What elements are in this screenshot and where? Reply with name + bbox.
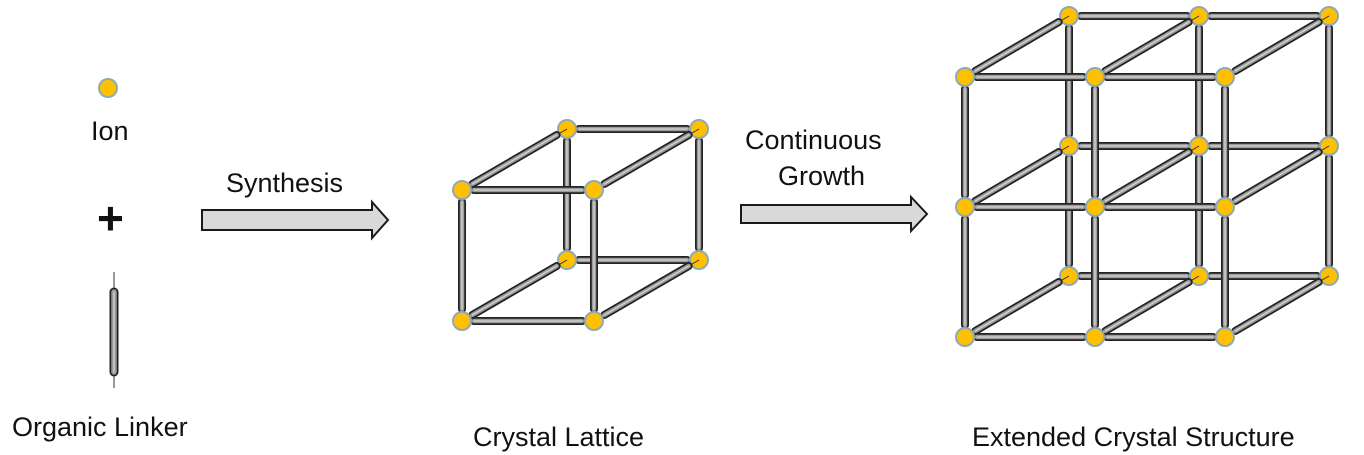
extended-crystal-structure-label: Extended Crystal Structure bbox=[972, 422, 1295, 452]
crystal-lattice-label: Crystal Lattice bbox=[473, 422, 645, 452]
continuous-growth-arrow bbox=[740, 194, 929, 234]
extended-linker bbox=[1094, 275, 1200, 338]
lattice-linker bbox=[593, 128, 700, 191]
lattice-ion bbox=[452, 311, 472, 331]
extended-ion bbox=[1085, 197, 1105, 217]
growth-label: Growth bbox=[778, 161, 866, 191]
lattice-linker bbox=[461, 259, 568, 322]
extended-ion bbox=[1215, 327, 1235, 347]
extended-linker bbox=[1094, 145, 1200, 208]
lattice-ion bbox=[452, 180, 472, 200]
extended-ion bbox=[1085, 67, 1105, 87]
extended-linker bbox=[964, 15, 1070, 78]
extended-ion bbox=[1085, 327, 1105, 347]
lattice-ion bbox=[584, 311, 604, 331]
extended-ion bbox=[1215, 197, 1235, 217]
organic-linker-label: Organic Linker bbox=[12, 412, 188, 442]
extended-linker bbox=[1224, 15, 1330, 78]
synthesis-label: Synthesis bbox=[226, 168, 344, 198]
crystal-lattice bbox=[452, 119, 709, 331]
extended-crystal-structure bbox=[955, 6, 1339, 347]
extended-linker bbox=[964, 145, 1070, 208]
synthesis-arrow bbox=[201, 199, 390, 241]
ion-label: Ion bbox=[91, 116, 129, 146]
lattice-linker bbox=[593, 259, 700, 322]
extended-linker bbox=[1224, 145, 1330, 208]
continuous-label: Continuous bbox=[745, 125, 882, 155]
plus-sign: + bbox=[97, 192, 124, 244]
extended-ion bbox=[955, 327, 975, 347]
lattice-ion bbox=[584, 180, 604, 200]
extended-ion bbox=[1215, 67, 1235, 87]
legend-group bbox=[98, 78, 119, 388]
extended-ion bbox=[955, 197, 975, 217]
extended-ion bbox=[955, 67, 975, 87]
ion-icon bbox=[98, 78, 118, 98]
extended-linker bbox=[964, 275, 1070, 338]
extended-linker bbox=[1094, 15, 1200, 78]
extended-linker bbox=[1224, 275, 1330, 338]
lattice-linker bbox=[461, 128, 568, 191]
